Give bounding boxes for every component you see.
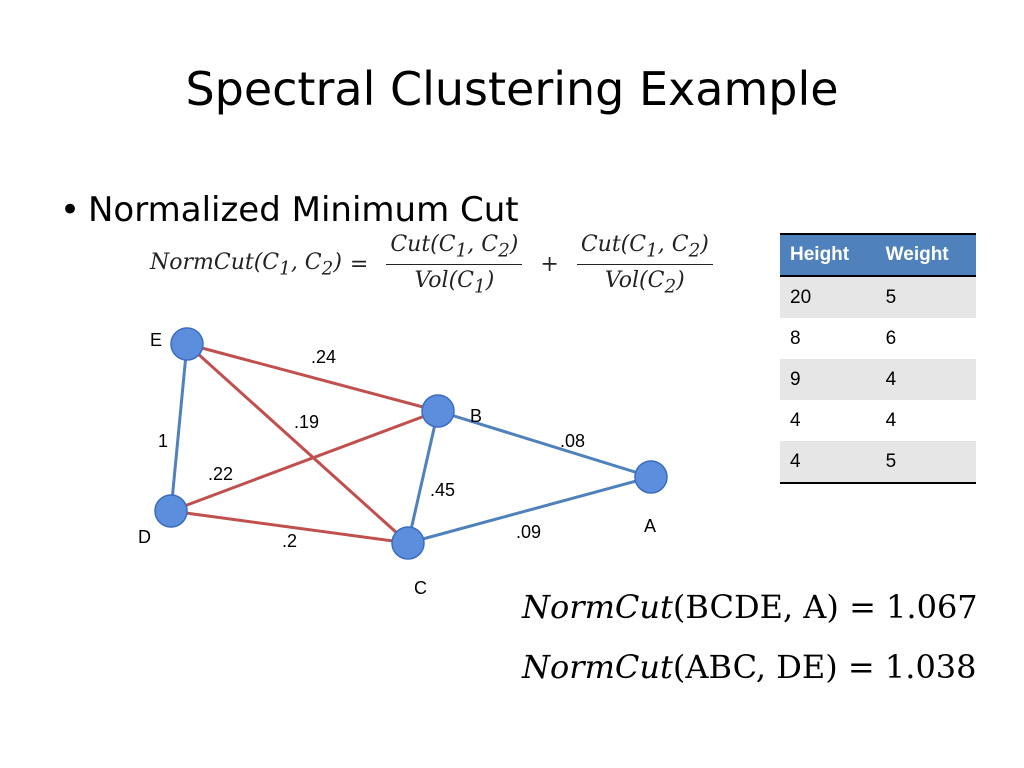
edge-b-c	[406, 410, 440, 544]
formula-lhs: NormCut(C1, C2)	[150, 250, 342, 280]
edge-weight-d-c: .2	[282, 531, 297, 551]
node-label-d: D	[138, 527, 151, 547]
edge-d-c	[170, 509, 409, 545]
node-b	[421, 394, 455, 428]
table-cell: 6	[885, 327, 897, 349]
table-header-height: Height	[780, 233, 876, 277]
edge-weight-b-a: .08	[560, 431, 585, 451]
table-cell: 8	[790, 327, 801, 349]
table-row: 8 6	[780, 318, 976, 359]
height-weight-table: Height Weight 20 5 8 6 9 4 4 4 4 5	[780, 233, 976, 484]
edge-d-b	[170, 409, 439, 513]
table-row: 20 5	[780, 276, 976, 318]
table-cell: 9	[780, 359, 876, 400]
edge-weight-e-d: 1	[158, 431, 168, 451]
node-a	[634, 460, 668, 494]
table-cell: 4	[790, 409, 801, 431]
formula-plus: +	[540, 252, 559, 278]
edge-weight-e-b: .24	[311, 347, 336, 367]
table-row: 9 4	[780, 359, 976, 400]
table-cell: 20	[780, 276, 876, 318]
bullet-dot-icon: •	[60, 190, 81, 230]
edge-weight-c-a: .09	[516, 522, 541, 542]
node-label-c: C	[414, 578, 427, 598]
result-normcut-abc-de: NormCut(ABC, DE) = 1.038	[522, 648, 977, 686]
edge-e-c	[185, 342, 410, 545]
edge-e-b	[186, 342, 439, 413]
edge-weight-e-c: .19	[294, 412, 319, 432]
edge-c-a	[407, 475, 652, 545]
table-row: 4 4	[780, 400, 976, 441]
slide-title: Spectral Clustering Example	[185, 62, 839, 116]
table-cell: 4	[875, 359, 976, 400]
node-e	[170, 327, 204, 361]
node-label-e: E	[150, 330, 162, 350]
node-label-a: A	[644, 516, 656, 536]
bullet-item: •Normalized Minimum Cut	[60, 190, 519, 230]
edge-weight-b-c: .45	[430, 480, 455, 500]
node-label-b: B	[470, 406, 482, 426]
normcut-formula: NormCut(C1, C2) = Cut(C1, C2) Vol(C1) + …	[150, 232, 723, 298]
formula-fraction-1: Cut(C1, C2) Vol(C1)	[386, 232, 523, 298]
formula-equals: =	[349, 252, 369, 278]
table-cell: 4	[885, 409, 897, 431]
table-header-weight: Weight	[875, 233, 976, 277]
table-cell: 5	[875, 276, 976, 318]
edge-e-d	[169, 343, 189, 512]
edge-weight-d-b: .22	[208, 464, 233, 484]
table-header-row: Height Weight	[780, 233, 976, 277]
node-d	[154, 494, 188, 528]
edge-b-a	[437, 409, 652, 479]
table-cell: 5	[875, 441, 976, 484]
node-c	[391, 526, 425, 560]
result-normcut-bcde-a: NormCut(BCDE, A) = 1.067	[522, 588, 978, 626]
table-row: 4 5	[780, 441, 976, 484]
formula-fraction-2: Cut(C1, C2) Vol(C2)	[576, 232, 713, 298]
table-cell: 4	[780, 441, 876, 484]
bullet-text: Normalized Minimum Cut	[88, 190, 519, 230]
